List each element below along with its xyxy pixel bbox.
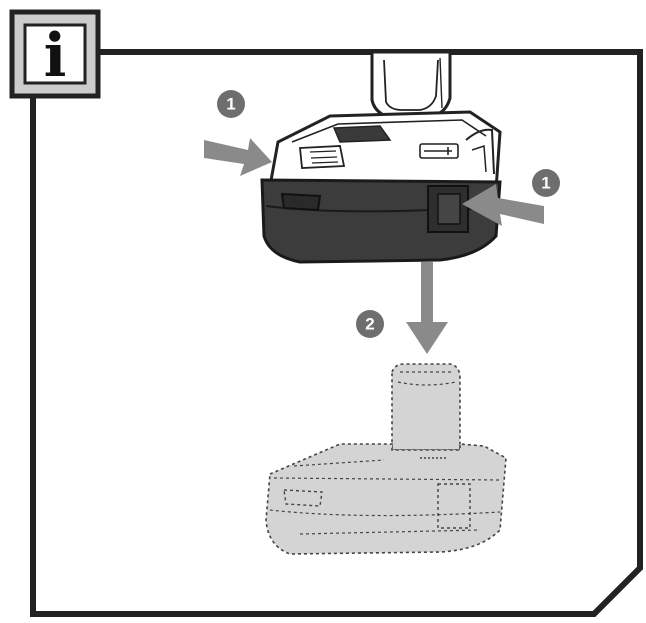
drill-handle: [370, 50, 452, 120]
step-badge-press-left: 1: [217, 90, 245, 118]
drill-base: [268, 110, 502, 192]
step-badge-pull-down: 2: [356, 310, 384, 338]
info-symbol: i: [44, 21, 67, 91]
step-number: 2: [365, 315, 374, 334]
info-icon: i: [9, 9, 101, 99]
step-number: 1: [541, 174, 550, 193]
press-right-arrow: [462, 184, 544, 226]
attached-battery: [260, 178, 502, 264]
diagram-frame: [30, 49, 643, 617]
step-badge-press-right: 1: [532, 169, 560, 197]
press-left-arrow: [204, 138, 272, 176]
pull-down-arrow: [406, 262, 448, 354]
detached-battery: [265, 363, 507, 555]
step-number: 1: [226, 95, 235, 114]
